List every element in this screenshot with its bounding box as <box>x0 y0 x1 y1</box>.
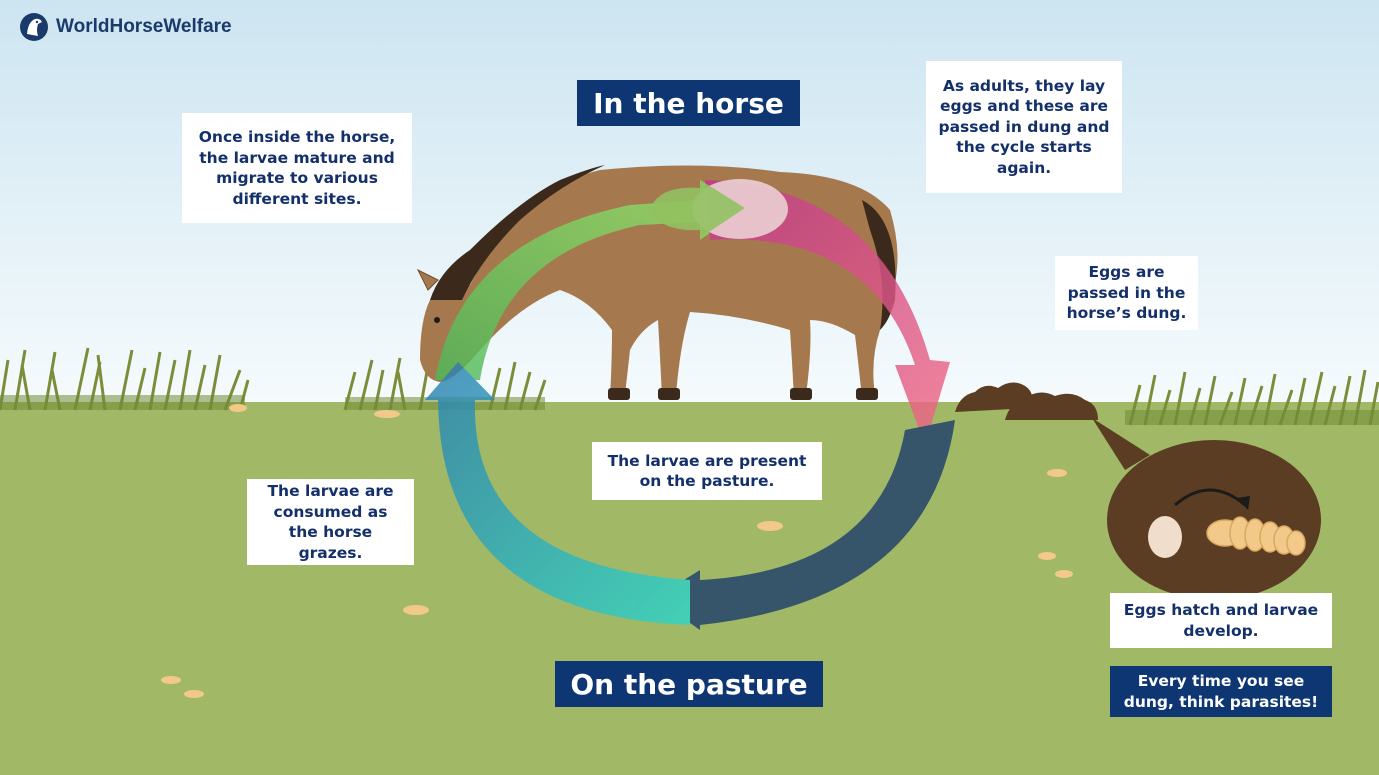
grass-tufts <box>0 347 1379 426</box>
tip-banner: Every time you see dung, think parasites… <box>1110 666 1332 717</box>
dung-closeup-icon <box>1107 440 1321 600</box>
arrow-navy <box>655 420 955 630</box>
brand-logo: WorldHorseWelfare <box>18 12 232 42</box>
brand-name: WorldHorseWelfare <box>56 16 232 37</box>
arrow-teal <box>425 362 690 625</box>
cycle-arrows <box>425 179 955 630</box>
larvae-icons <box>161 404 1073 698</box>
step-larvae-mature: Once inside the horse, the larvae mature… <box>182 113 412 223</box>
dung-piles <box>955 382 1098 420</box>
step-larvae-consumed: The larvae are consumed as the horse gra… <box>247 479 414 565</box>
step-eggs-hatch: Eggs hatch and larvae develop. <box>1110 593 1332 648</box>
heading-on-the-pasture: On the pasture <box>555 661 823 707</box>
horse-head-logo-icon <box>20 13 48 41</box>
step-eggs-passed: Eggs are passed in the horse’s dung. <box>1055 256 1198 330</box>
step-adults-lay-eggs: As adults, they lay eggs and these are p… <box>926 61 1122 193</box>
heading-in-the-horse: In the horse <box>577 80 800 126</box>
step-larvae-present: The larvae are present on the pasture. <box>592 442 822 500</box>
